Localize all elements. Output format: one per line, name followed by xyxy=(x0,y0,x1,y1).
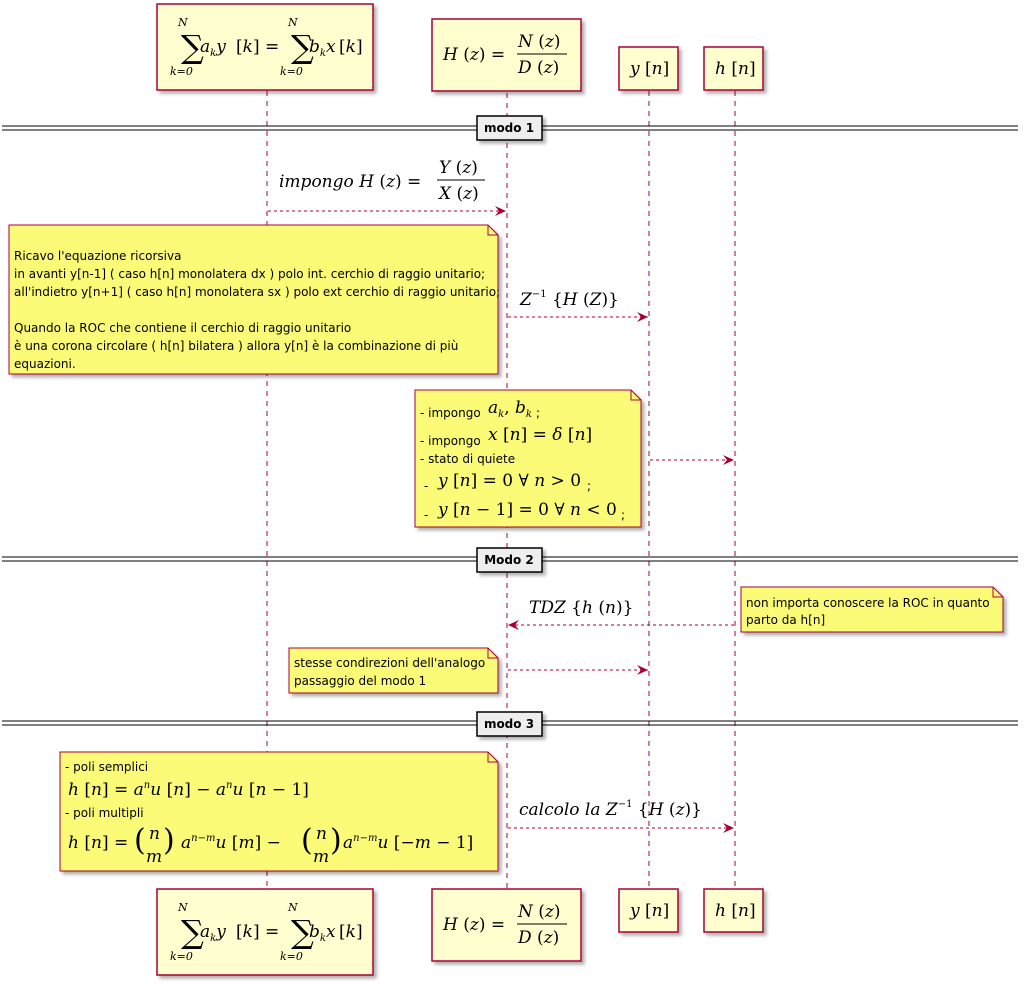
svg-text:- impongo: - impongo xyxy=(420,406,481,420)
svg-text:Ricavo l'equazione ricorsiva: Ricavo l'equazione ricorsiva xyxy=(14,249,181,263)
svg-text:TDZ {h (n)}: TDZ {h (n)} xyxy=(529,598,633,618)
note-poli: - poli semplici h [n] = anu [n] − anu [n… xyxy=(59,751,499,872)
svg-text:N (z): N (z) xyxy=(517,902,561,922)
message-impongo[interactable]: impongo H (z) = Y (z) X (z) xyxy=(268,158,506,216)
svg-text:[k]: [k] xyxy=(339,922,363,942)
svg-text:k=0: k=0 xyxy=(170,950,193,963)
note-roc: non importa conoscere la ROC in quanto p… xyxy=(740,586,1004,633)
svg-text:all'indietro y[n+1] ( caso h[n: all'indietro y[n+1] ( caso h[n] monolate… xyxy=(14,285,500,299)
svg-text:∑: ∑ xyxy=(181,28,204,66)
svg-text:m: m xyxy=(146,847,162,867)
svg-text:X (z): X (z) xyxy=(437,184,479,204)
divider-modo-3: modo 3 xyxy=(2,711,1018,737)
svg-text:∑: ∑ xyxy=(291,28,314,66)
svg-text:k=0: k=0 xyxy=(280,950,303,963)
svg-text:passaggio del modo 1: passaggio del modo 1 xyxy=(294,674,426,688)
divider-modo-1: modo 1 xyxy=(2,115,1018,141)
svg-text:y [n]: y [n] xyxy=(629,901,669,921)
svg-text:y [n] = 0 ∀ n > 0: y [n] = 0 ∀ n > 0 xyxy=(437,471,581,491)
participant-impulse-response-bottom[interactable]: h [n] xyxy=(703,888,764,933)
svg-text:-: - xyxy=(424,479,428,493)
svg-text:in avanti y[n-1] ( caso h[n] m: in avanti y[n-1] ( caso h[n] monolatera … xyxy=(14,267,485,281)
svg-text:- stato di quiete: - stato di quiete xyxy=(420,452,515,466)
svg-text:N (z): N (z) xyxy=(517,32,561,52)
svg-text:h [n]: h [n] xyxy=(715,901,756,921)
svg-text:y [n − 1] = 0 ∀ n < 0: y [n − 1] = 0 ∀ n < 0 xyxy=(437,500,617,520)
participant-equation-bottom[interactable]: ∑ N k=0 aky [k] = ∑ N k=0 bkx [k] xyxy=(156,888,374,976)
svg-text:Quando la ROC che contiene il: Quando la ROC che contiene il cerchio di… xyxy=(14,321,351,335)
svg-text:h [n] = anu [n] − anu [n − 1]: h [n] = anu [n] − anu [n − 1] xyxy=(68,780,309,800)
svg-text:N: N xyxy=(177,16,188,29)
participants-top: ∑ N k=0 aky [k] = ∑ N k=0 bkx [k] H (z) … xyxy=(156,3,764,92)
message-inverse-z[interactable]: Z−1 {H (Z)} xyxy=(508,289,648,322)
svg-text:parto da h[n]: parto da h[n] xyxy=(746,613,825,627)
svg-text:calcolo la Z−1 {H (z)}: calcolo la Z−1 {H (z)} xyxy=(519,799,702,820)
svg-text:H (z) =: H (z) = xyxy=(442,915,505,935)
participant-output[interactable]: y [n] xyxy=(618,46,679,91)
svg-text:): ) xyxy=(330,823,342,858)
svg-text:x [n] = δ [n]: x [n] = δ [n] xyxy=(488,425,592,445)
svg-text:aky: aky xyxy=(200,37,226,59)
svg-text:Y (z): Y (z) xyxy=(439,158,478,178)
svg-text:k=0: k=0 xyxy=(170,65,193,78)
participant-impulse-response[interactable]: h [n] xyxy=(703,46,764,91)
svg-text:m: m xyxy=(313,847,329,867)
svg-text:[k] =: [k] = xyxy=(236,922,279,942)
svg-text:h [n] =: h [n] = xyxy=(68,833,128,853)
svg-text:N: N xyxy=(287,16,298,29)
message-calcolo[interactable]: calcolo la Z−1 {H (z)} xyxy=(508,799,734,833)
svg-text:N: N xyxy=(287,901,298,914)
svg-text:N: N xyxy=(177,901,188,914)
message-tdz[interactable]: TDZ {h (n)} xyxy=(508,598,734,630)
svg-text:bkx: bkx xyxy=(309,922,336,944)
svg-text:stesse condirezioni dell'analo: stesse condirezioni dell'analogo xyxy=(294,656,485,670)
participant-equation[interactable]: ∑ N k=0 aky [k] = ∑ N k=0 bkx [k] xyxy=(156,3,374,91)
svg-text:- poli multipli: - poli multipli xyxy=(65,806,144,820)
svg-text:h [n]: h [n] xyxy=(715,59,756,79)
svg-text:[k]: [k] xyxy=(339,37,363,57)
note-stesse-condizioni: stesse condirezioni dell'analogo passagg… xyxy=(288,647,499,694)
svg-text:∑: ∑ xyxy=(181,913,204,951)
svg-text:;: ; xyxy=(536,406,540,420)
svg-text:aky: aky xyxy=(200,922,226,944)
svg-text:D (z): D (z) xyxy=(517,58,559,78)
svg-text:(: ( xyxy=(134,823,146,858)
svg-text:impongo H (z) =: impongo H (z) = xyxy=(279,172,421,192)
svg-text:è una corona circolare ( h[n]: è una corona circolare ( h[n] bilatera )… xyxy=(14,339,458,353)
participant-transfer-function-bottom[interactable]: H (z) = N (z) D (z) xyxy=(431,888,582,962)
svg-text:Z−1 {H (Z)}: Z−1 {H (Z)} xyxy=(519,289,619,310)
svg-text:- poli semplici: - poli semplici xyxy=(65,760,148,774)
svg-text:y [n]: y [n] xyxy=(629,59,669,79)
svg-text:): ) xyxy=(163,823,175,858)
note-condizioni-iniziali: - impongo ak, bk ; - impongo x [n] = δ [… xyxy=(414,389,642,528)
note-equazione-ricorsiva: Ricavo l'equazione ricorsiva in avanti y… xyxy=(8,224,500,375)
svg-text:(: ( xyxy=(301,823,313,858)
svg-text:;: ; xyxy=(587,479,591,493)
svg-text:;: ; xyxy=(621,508,625,522)
divider-label-2: Modo 2 xyxy=(484,553,534,567)
svg-text:non importa conoscere la ROC i: non importa conoscere la ROC in quanto xyxy=(746,596,990,610)
svg-text:D (z): D (z) xyxy=(517,928,559,948)
svg-text:k=0: k=0 xyxy=(280,65,303,78)
svg-text:bkx: bkx xyxy=(309,37,336,59)
divider-label-1: modo 1 xyxy=(484,121,534,135)
participant-output-bottom[interactable]: y [n] xyxy=(618,888,679,933)
divider-label-3: modo 3 xyxy=(484,717,534,731)
svg-text:n: n xyxy=(149,824,160,844)
svg-text:H (z) =: H (z) = xyxy=(442,45,505,65)
svg-text:∑: ∑ xyxy=(291,913,314,951)
svg-text:- impongo: - impongo xyxy=(420,434,481,448)
svg-text:-: - xyxy=(424,508,428,522)
participant-transfer-function[interactable]: H (z) = N (z) D (z) xyxy=(431,18,582,92)
svg-text:[k] =: [k] = xyxy=(236,37,279,57)
svg-text:equazioni.: equazioni. xyxy=(14,357,76,371)
participants-bottom: ∑ N k=0 aky [k] = ∑ N k=0 bkx [k] H (z) … xyxy=(156,888,764,976)
svg-text:ak, bk: ak, bk xyxy=(488,398,532,420)
svg-text:n: n xyxy=(316,824,327,844)
divider-modo-2: Modo 2 xyxy=(2,547,1018,573)
